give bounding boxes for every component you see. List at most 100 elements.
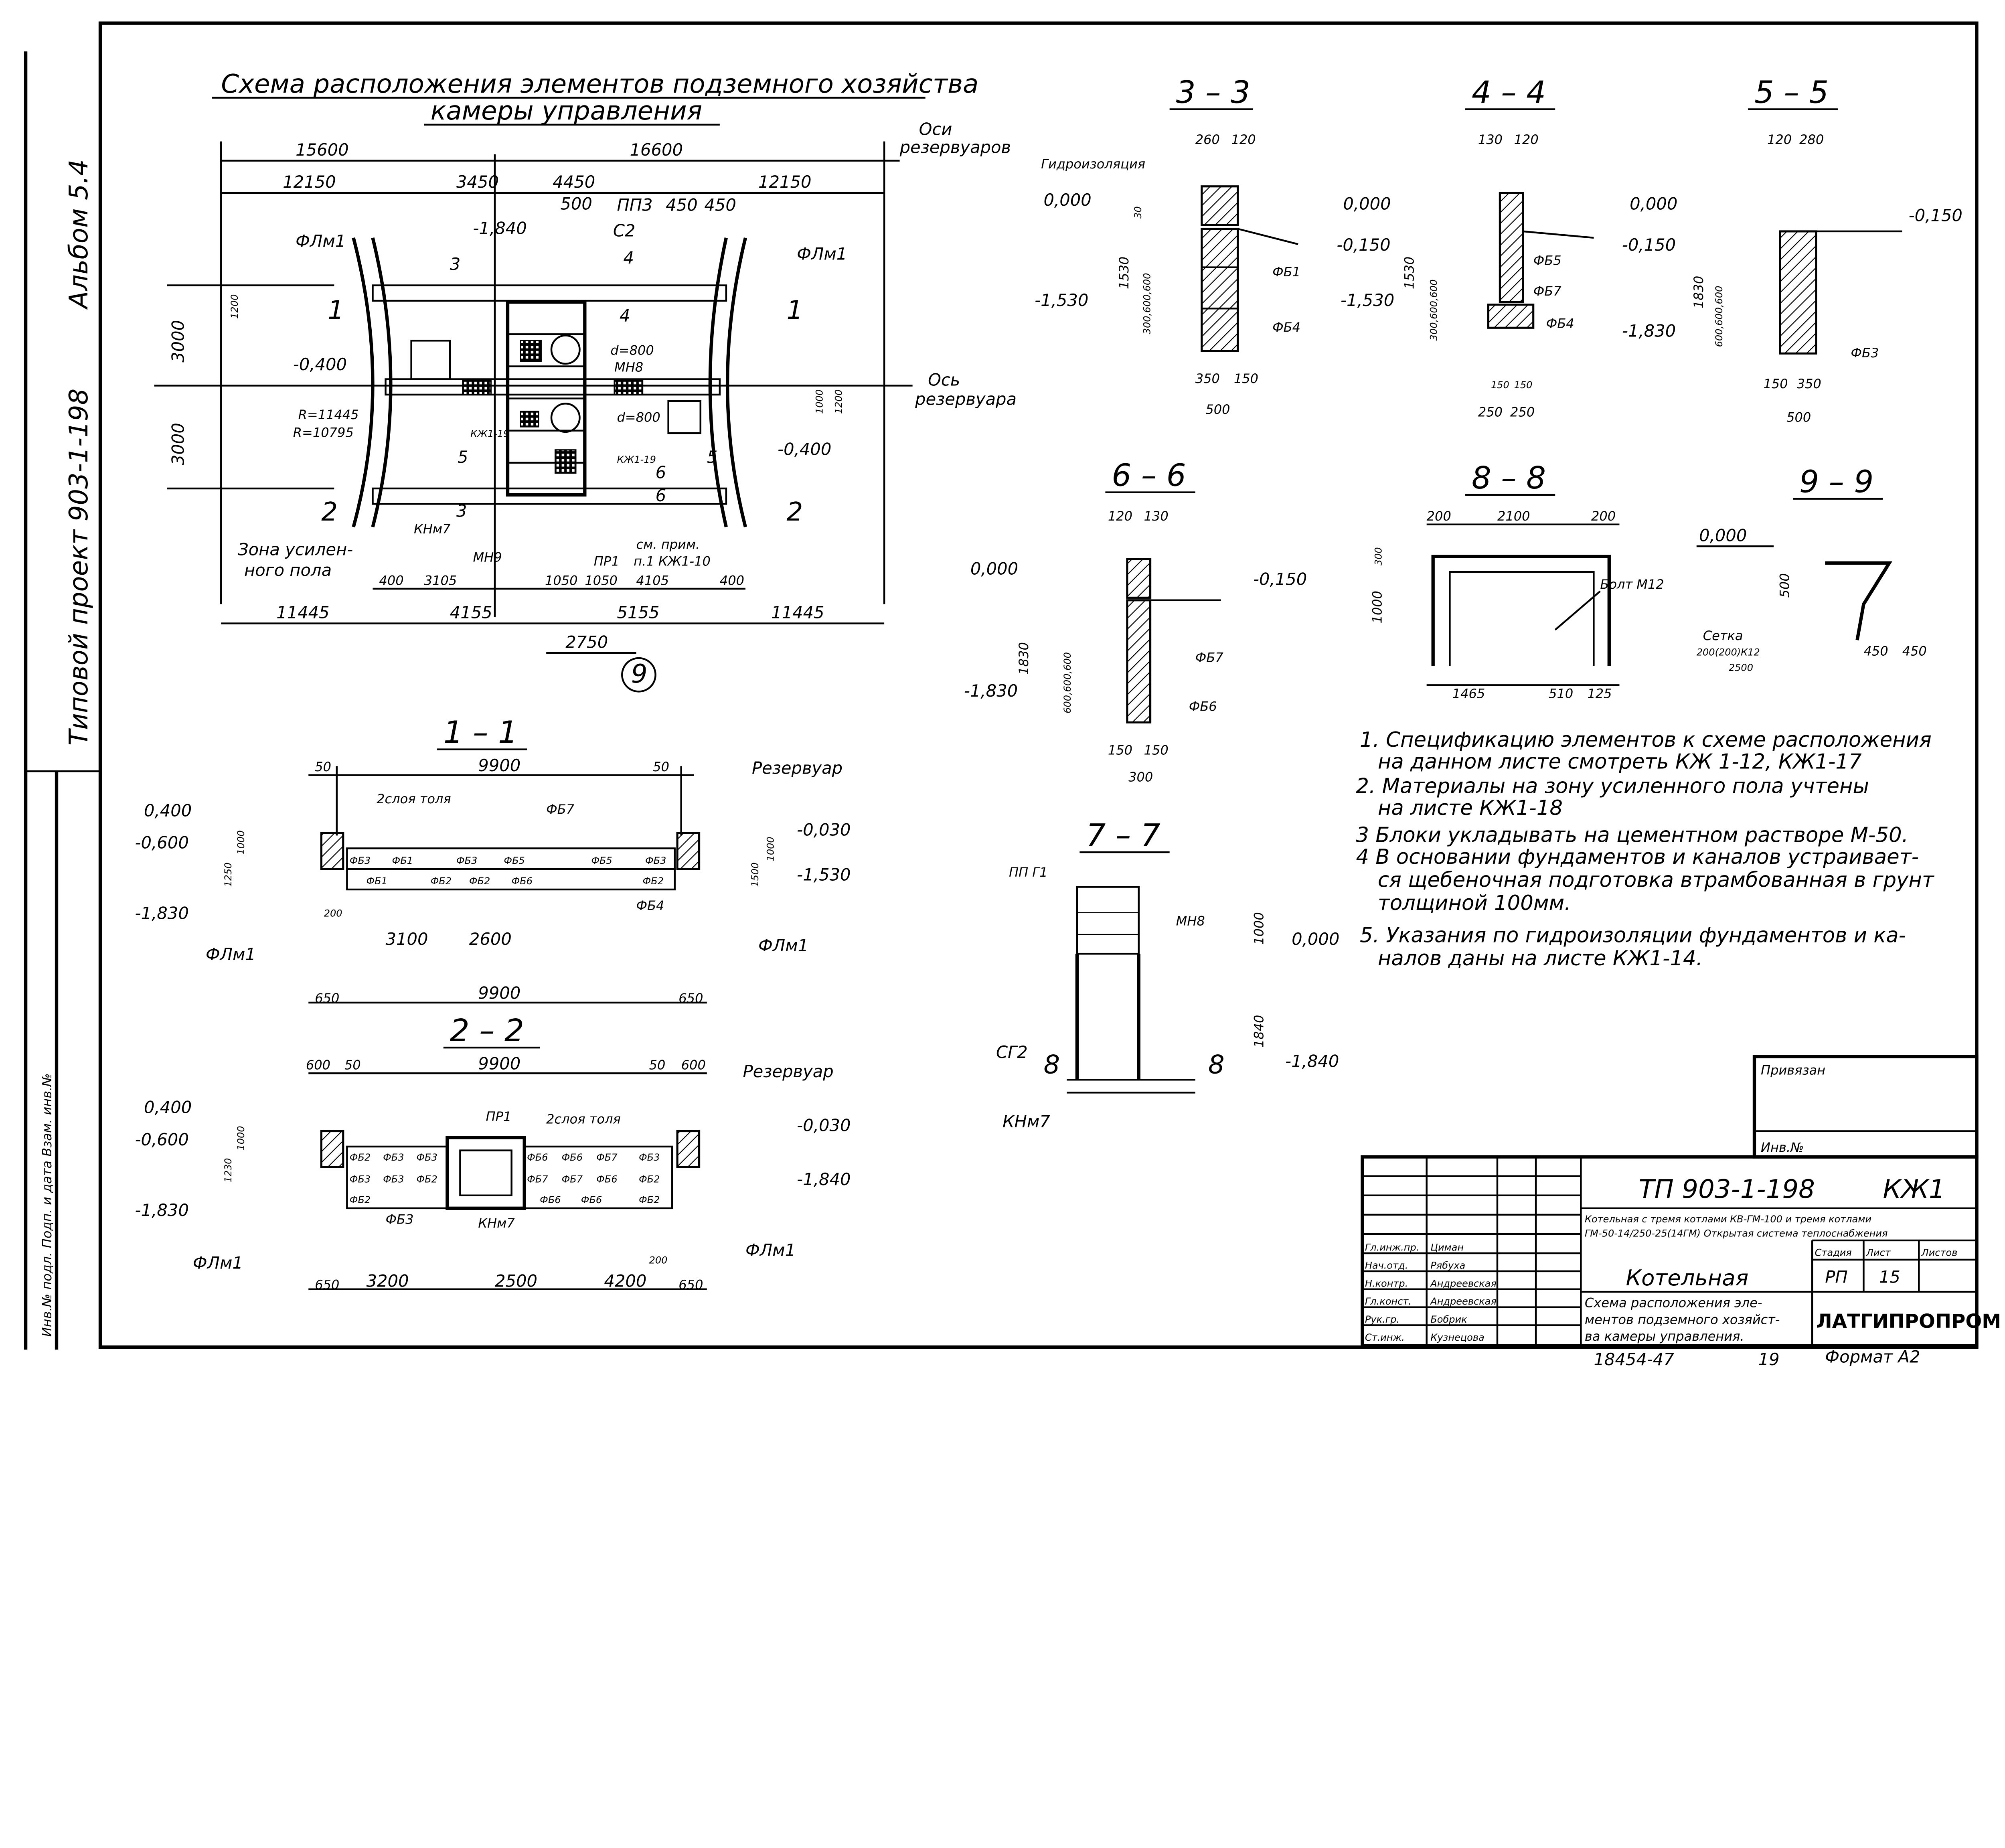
label: 2слоя толя — [546, 1111, 621, 1127]
section-title: 2 – 2 — [450, 1013, 524, 1049]
element-mark: ФЛм1 — [193, 1253, 243, 1273]
block-mark: ФБ3 — [456, 855, 477, 866]
axis-label: Оси — [919, 120, 952, 139]
cut-mark: 5 — [707, 447, 718, 467]
dim: 150 — [1234, 371, 1258, 386]
building-name: Котельная — [1626, 1265, 1748, 1291]
element-mark: ФЛм1 — [206, 944, 256, 964]
section-title: 5 – 5 — [1754, 75, 1829, 110]
note-line: ся щебеночная подготовка втрамбованная в… — [1378, 868, 1935, 892]
dim: 3000 — [168, 320, 188, 363]
sheet-title: Схема расположения эле- — [1585, 1295, 1762, 1311]
element-mark: ПП3 — [617, 195, 652, 215]
element-mark: ФБ1 — [1272, 264, 1300, 280]
dim: 600 — [306, 1058, 330, 1073]
attached-label: Привязан — [1761, 1062, 1825, 1078]
dim: 4105 — [636, 573, 669, 588]
dim: 1000 — [765, 837, 776, 861]
elev: -1,830 — [135, 904, 189, 923]
dim: 300 — [1373, 547, 1384, 565]
staff-role: Гл.инж.пр. — [1365, 1242, 1420, 1253]
general-notes: 1. Спецификацию элементов к схеме распол… — [1356, 728, 1935, 971]
dim: 1200 — [833, 389, 844, 414]
dim: 9900 — [478, 1054, 520, 1074]
dim: 2100 — [1497, 509, 1530, 524]
block-mark: ФБ2 — [350, 1152, 371, 1163]
cut-mark: 2 — [321, 497, 338, 527]
cut-mark: 4 — [620, 306, 630, 325]
staff-role: Рук.гр. — [1365, 1314, 1399, 1325]
bolt-label: Болт М12 — [1600, 577, 1664, 592]
dim: 400 — [379, 573, 404, 588]
elev: -1,840 — [1285, 1051, 1339, 1071]
element-mark: МН8 — [1176, 914, 1205, 929]
dim: 1840 — [1252, 1015, 1267, 1048]
note-line: 1. Спецификацию элементов к схеме распол… — [1360, 728, 1932, 752]
elev: -0,030 — [797, 820, 851, 839]
radius: R=10795 — [293, 425, 354, 440]
dim: 5155 — [617, 603, 659, 622]
elev: 0,000 — [1044, 190, 1092, 210]
axis-label: Ось — [928, 370, 960, 390]
element-mark: КНм7 — [414, 521, 451, 537]
dim: 50 — [344, 1058, 361, 1073]
dim: 260 — [1195, 132, 1220, 147]
dim: 650 — [315, 1277, 339, 1293]
dim: 600,600,600 — [1713, 286, 1725, 347]
staff-role: Нач.отд. — [1365, 1260, 1408, 1271]
dim: 1500 — [749, 862, 761, 887]
section-title: 3 – 3 — [1176, 75, 1250, 110]
elev: -0,600 — [135, 1130, 189, 1149]
label: Резервуар — [752, 758, 843, 778]
dim: 11445 — [771, 603, 824, 622]
elev: -0,030 — [797, 1116, 851, 1135]
axis-label: резервуара — [915, 389, 1017, 409]
note-line: 4 В основании фундаментов и каналов устр… — [1356, 845, 1919, 869]
dim: 120 — [1231, 132, 1256, 147]
dim: 500 — [560, 194, 592, 213]
section-8-8: 8 – 8 200 2100 200 300 1000 Болт М12 146… — [1370, 460, 1664, 701]
element-mark: КНм7 — [1003, 1112, 1050, 1131]
cut-mark: 4 — [623, 248, 634, 267]
diameter: d=800 — [610, 343, 654, 358]
dim: 250 — [1478, 404, 1503, 419]
block-mark: ФБ7 — [562, 1174, 583, 1185]
element-mark: СГ2 — [996, 1042, 1028, 1062]
dim: 1250 — [223, 862, 234, 887]
block-mark: ФБ5 — [591, 855, 612, 866]
section-title: 6 – 6 — [1112, 458, 1186, 494]
dim: 300 — [1128, 770, 1153, 785]
dim: 500 — [1205, 402, 1230, 417]
section-9-9: 9 – 9 0,000 500 Сетка 200(200)К12 2500 4… — [1696, 464, 1927, 673]
dim: 1000 — [814, 389, 825, 414]
elev: -0,150 — [1337, 235, 1390, 255]
block-mark: ФБ6 — [540, 1194, 561, 1206]
side-stamp: Инв.№ подл. Подп. и дата Взам. инв.№ — [39, 1073, 55, 1337]
dim: 2600 — [469, 929, 512, 949]
project-label: Типовой проект 903-1-198 — [64, 389, 94, 746]
dim: 3100 — [386, 929, 428, 949]
dim: 120 — [1514, 132, 1539, 147]
cut-mark: 5 — [458, 447, 468, 467]
dim: 350 — [1797, 376, 1821, 391]
cut-mark: 3 — [450, 254, 461, 274]
dim: 450 — [704, 195, 736, 215]
section-title: 8 – 8 — [1472, 460, 1546, 496]
dim: 650 — [315, 991, 339, 1006]
elev: -1,840 — [473, 218, 527, 238]
elev: 0,000 — [970, 559, 1018, 579]
block-mark: ФБ3 — [645, 855, 666, 866]
elev: 0,400 — [144, 800, 192, 820]
label: 2слоя толя — [377, 791, 451, 806]
block-mark: ФБ7 — [527, 1174, 548, 1185]
block-mark: ФБ1 — [366, 875, 387, 887]
section-5-5: 5 – 5 120 280 0,000 -0,150 -0,150 1830 6… — [1622, 75, 1962, 425]
element-mark: ФБ4 — [1546, 316, 1574, 331]
dim: 3200 — [366, 1271, 409, 1291]
outer-frame — [98, 21, 1979, 1349]
dim: 200 — [1427, 509, 1451, 524]
title-block: Привязан Инв.№ ТП 903-1-198 КЖ1 Котельна… — [1361, 1055, 2001, 1369]
elev: -1,530 — [1341, 290, 1394, 310]
dim: 150 — [1108, 742, 1132, 758]
dim: 11445 — [276, 603, 330, 622]
